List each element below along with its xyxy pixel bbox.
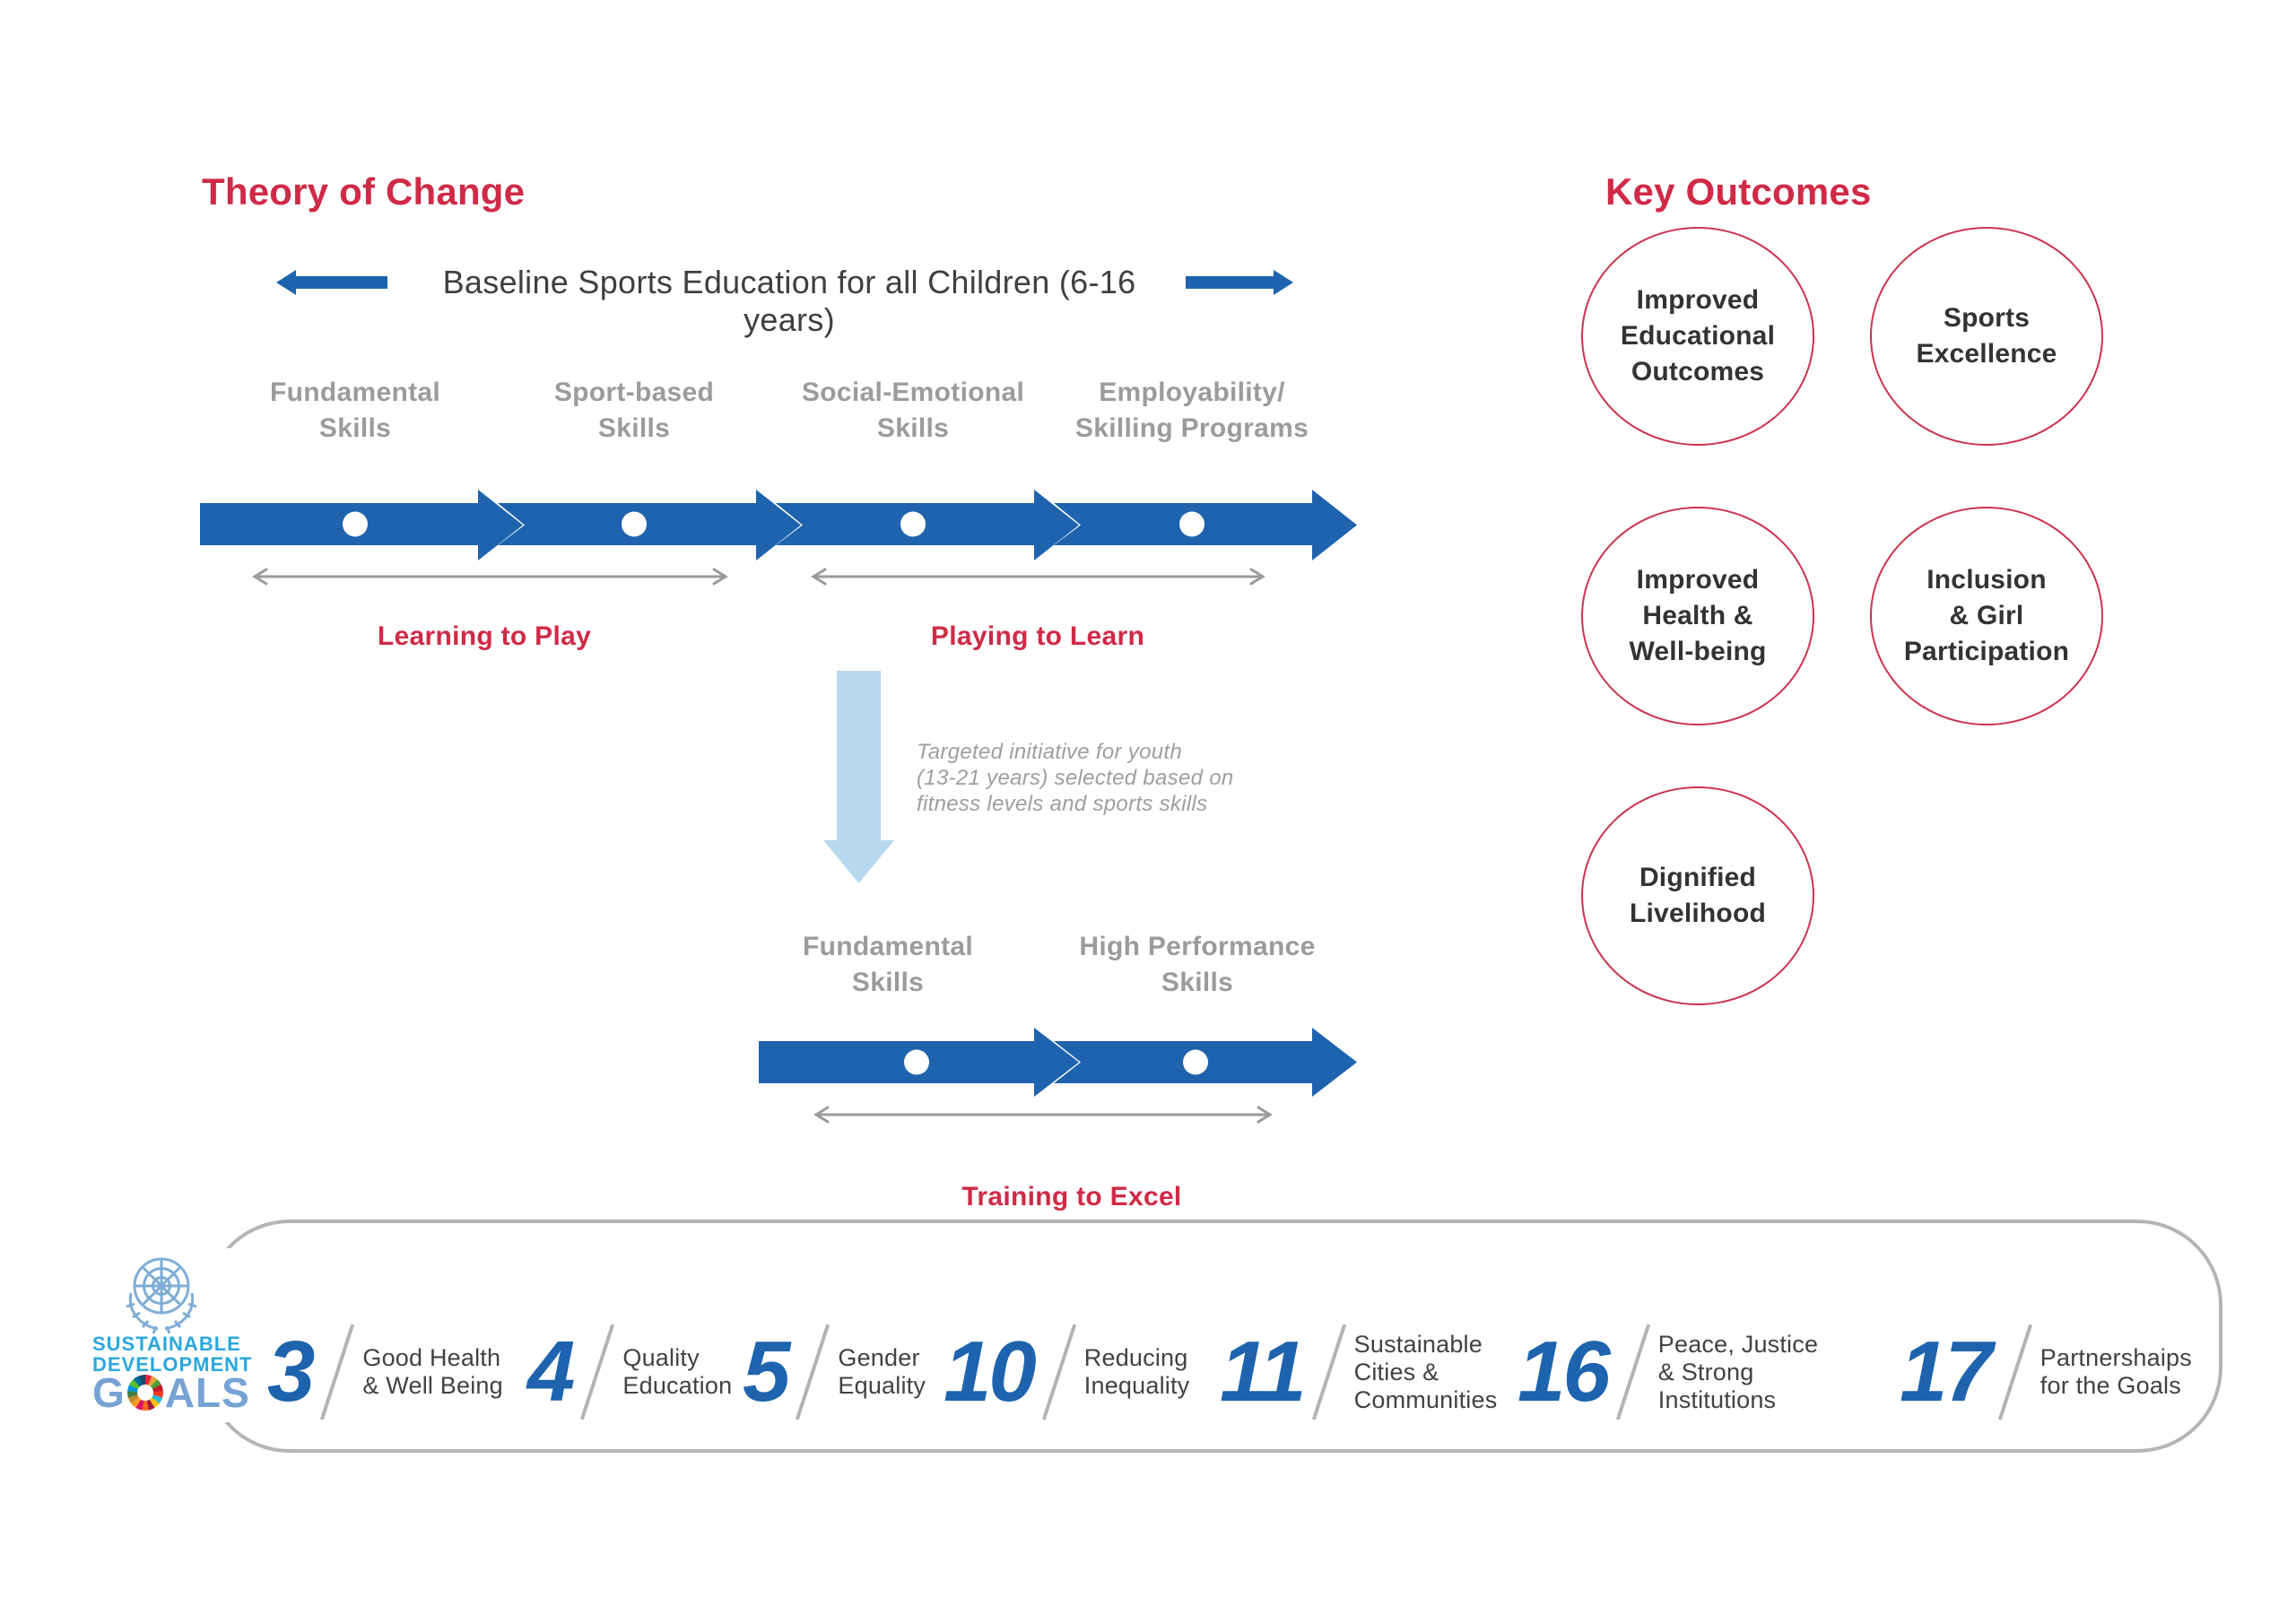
- un-emblem-icon: [126, 1257, 197, 1334]
- sdg-item-5: 5 Gender Equality: [743, 1296, 926, 1448]
- sdg-number: 17: [1900, 1324, 1993, 1420]
- outcome-label: Improved Educational Outcomes: [1620, 285, 1776, 386]
- logo-sustainable: SUSTAINABLE: [92, 1333, 241, 1355]
- milestone-dot: [343, 511, 368, 537]
- logo-goals-g: G: [92, 1369, 126, 1416]
- milestone-dot: [1183, 1049, 1208, 1075]
- sdg-label: Reducing Inequality: [1083, 1344, 1190, 1399]
- advanced-stage-fundamental: Fundamental Skills: [803, 932, 973, 997]
- outcome-label: Improved Health & Well-being: [1629, 565, 1767, 666]
- baseline-left-arrow-icon: [276, 270, 387, 295]
- slash-divider: [1997, 1324, 2032, 1420]
- span-arrows-row-1: [252, 568, 1265, 586]
- advanced-stage-high-performance: High Performance Skills: [1079, 932, 1316, 997]
- outcome-circle-livelihood: Dignified Livelihood: [1581, 786, 1814, 1005]
- baseline-right-arrow-icon: [1186, 270, 1293, 295]
- slash-divider: [580, 1324, 615, 1420]
- sdg-item-3: 3 Good Health & Well Being: [267, 1296, 503, 1448]
- sdg-number: 4: [527, 1324, 575, 1420]
- sdg-label: Sustainable Cities & Communities: [1353, 1330, 1498, 1413]
- phase-learning-to-play: Learning to Play: [377, 621, 592, 651]
- flow-arrow-row-2: [759, 1028, 1357, 1097]
- down-arrow-icon: [823, 671, 894, 883]
- stage-label-social-emotional: Social-Emotional Skills: [801, 378, 1025, 443]
- sdg-number: 10: [944, 1324, 1037, 1420]
- outcome-circle-sports-excellence: Sports Excellence: [1870, 227, 2103, 446]
- sdg-label: Quality Education: [622, 1344, 733, 1399]
- sdg-color-wheel-icon: [126, 1375, 163, 1411]
- sdg-number: 16: [1518, 1324, 1611, 1420]
- slash-divider: [320, 1324, 355, 1420]
- sdg-number: 11: [1220, 1324, 1307, 1420]
- span-arrow-row-2: [813, 1106, 1273, 1124]
- phase-training-to-excel: Training to Excel: [961, 1182, 1182, 1211]
- outcome-circle-health: Improved Health & Well-being: [1581, 507, 1814, 725]
- milestone-dot: [904, 1049, 929, 1075]
- sdg-logo: SUSTAINABLE DEVELOPMENT G ALS: [79, 1248, 317, 1422]
- targeted-initiative-note: Targeted initiative for youth (13-21 yea…: [917, 740, 1234, 816]
- sdg-label: Gender Equality: [838, 1344, 926, 1399]
- milestone-dot: [1179, 511, 1205, 537]
- stage-label-fundamental: Fundamental Skills: [270, 378, 440, 443]
- sdg-label: Partnershaips for the Goals: [2039, 1344, 2192, 1399]
- sdg-number: 3: [267, 1324, 315, 1420]
- logo-goals-als: ALS: [164, 1369, 250, 1416]
- outcome-label: Sports Excellence: [1916, 303, 2057, 369]
- logo-goals: G ALS: [92, 1372, 250, 1413]
- milestone-dot: [900, 511, 926, 537]
- sdg-label: Peace, Justice & Strong Institutions: [1657, 1330, 1819, 1413]
- sdg-label: Good Health & Well Being: [362, 1344, 503, 1399]
- slash-divider: [796, 1324, 831, 1420]
- outcome-circle-educational: Improved Educational Outcomes: [1581, 227, 1814, 446]
- outcome-circle-inclusion: Inclusion & Girl Participation: [1870, 507, 2103, 725]
- slash-divider: [1615, 1324, 1650, 1420]
- sdg-bar: [204, 1220, 2222, 1453]
- slash-divider: [1311, 1324, 1346, 1420]
- outcome-label: Dignified Livelihood: [1630, 863, 1766, 928]
- sdg-item-4: 4 Quality Education: [527, 1296, 732, 1448]
- sdg-item-17: 17 Partnershaips for the Goals: [1900, 1296, 2192, 1448]
- logo-development: DEVELOPMENT: [92, 1353, 253, 1376]
- stage-label-sport-based: Sport-based Skills: [553, 378, 715, 443]
- flow-arrow-row-1: [200, 490, 1357, 560]
- sdg-item-16: 16 Peace, Justice & Strong Institutions: [1518, 1296, 1818, 1448]
- slash-divider: [1041, 1324, 1076, 1420]
- key-outcomes-title: Key Outcomes: [1605, 170, 1872, 213]
- stage-label-employability: Employability/ Skilling Programs: [1074, 378, 1309, 443]
- phase-playing-to-learn: Playing to Learn: [930, 621, 1145, 651]
- sdg-item-10: 10 Reducing Inequality: [944, 1296, 1189, 1448]
- sdg-number: 5: [743, 1324, 790, 1420]
- milestone-dot: [622, 511, 647, 537]
- page-title: Theory of Change: [202, 170, 526, 213]
- baseline-banner-text: Baseline Sports Education for all Childr…: [442, 264, 1136, 338]
- outcome-label: Inclusion & Girl Participation: [1903, 565, 2070, 666]
- sdg-item-11: 11 Sustainable Cities & Communities: [1220, 1296, 1497, 1448]
